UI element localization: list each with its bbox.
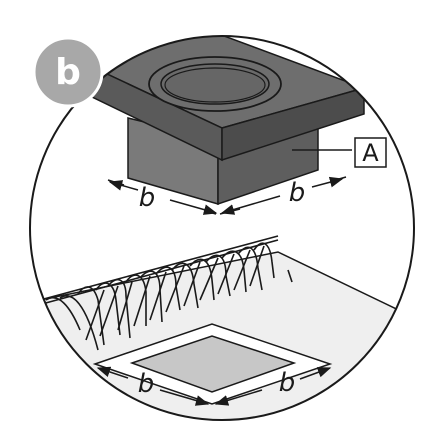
dimension-label-top-left: b [139,183,156,213]
dimension-label-top-right: b [289,178,306,208]
rebar-cage [39,235,293,351]
top-dimension-lines [107,176,347,215]
flange-plate [87,36,367,162]
dimension-label-bottom-right: b [279,368,296,398]
callout-box [354,137,387,168]
dimension-label-bottom-left: b [138,369,155,399]
callout-a: A [354,137,387,168]
callout-label: A [362,139,379,167]
flange-ring-core [164,67,266,103]
bottom-dimension-lines [96,366,332,406]
frame-circle-outline [29,35,415,421]
badge-circle [32,36,104,108]
opening-inner [129,335,297,393]
badge-label: b [55,52,81,93]
step-badge: b [32,36,104,108]
